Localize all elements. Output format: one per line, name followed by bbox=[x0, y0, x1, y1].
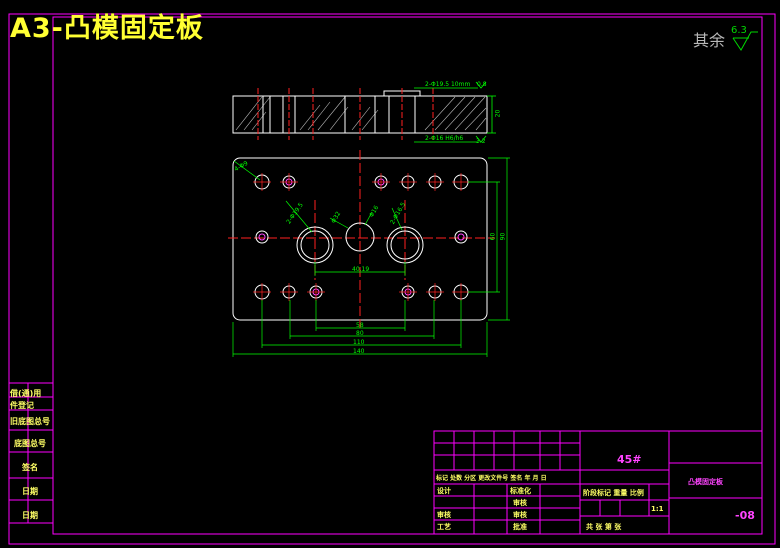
review-label: 审核 bbox=[437, 511, 451, 519]
dim-top-bore-tol: 0.8 bbox=[477, 81, 487, 88]
side-label-old-drawing-no: 旧底图总号 bbox=[10, 417, 50, 426]
dim-bottom-tol: 3.2 bbox=[476, 138, 486, 145]
side-label-drawing-no: 底图总号 bbox=[14, 439, 46, 448]
material-label: 45# bbox=[617, 453, 642, 466]
dim-top-height: 20 bbox=[494, 109, 502, 118]
design-label: 设计 bbox=[437, 487, 451, 495]
sheet-count: 共 张 第 张 bbox=[586, 523, 622, 531]
roughness-prefix: 其余 bbox=[693, 31, 726, 50]
section-view bbox=[232, 81, 496, 143]
revision-header: 标记 处数 分区 更改文件号 签名 年 月 日 bbox=[436, 475, 547, 482]
side-label-date-2: 日期 bbox=[22, 511, 38, 520]
dim-110: 110 bbox=[353, 339, 365, 346]
dim-58: 58 bbox=[356, 322, 364, 329]
side-label-signature: 签名 bbox=[22, 463, 38, 472]
title-block-grid bbox=[433, 430, 763, 535]
craft-label: 工艺 bbox=[437, 523, 451, 531]
drawing-number: -08 bbox=[735, 509, 755, 522]
check-label: 审核 bbox=[513, 499, 527, 507]
plan-view bbox=[228, 150, 510, 357]
dim-bottom-bore: 2-Φ16 H6/h6 bbox=[425, 135, 464, 142]
dim-60: 60 bbox=[489, 232, 497, 241]
process-label: 审核 bbox=[513, 511, 527, 519]
approve-label: 批准 bbox=[513, 523, 527, 531]
dim-40: 40.19 bbox=[352, 266, 370, 273]
drawing-title: A3-凸模固定板 bbox=[10, 13, 204, 44]
standardization-label: 标准化 bbox=[510, 487, 531, 495]
scale-value: 1:1 bbox=[651, 505, 664, 513]
dim-90: 90 bbox=[499, 232, 507, 241]
side-label-date-1: 日期 bbox=[22, 487, 38, 496]
dim-140: 140 bbox=[353, 348, 365, 355]
inner-frame bbox=[52, 16, 763, 535]
dim-80: 80 bbox=[356, 330, 364, 337]
part-name: 凸模固定板 bbox=[688, 478, 723, 486]
dim-top-bore: 2-Φ19.5 10mm bbox=[425, 81, 471, 88]
side-strip bbox=[8, 382, 54, 524]
outer-frame bbox=[8, 13, 776, 545]
stage-header: 阶段标记 重量 比例 bbox=[583, 489, 644, 497]
side-label-register: 件登记 bbox=[10, 401, 34, 410]
side-label-borrowed: 借(通)用 bbox=[10, 389, 42, 398]
roughness-value: 6.3 bbox=[731, 25, 747, 36]
roughness-symbol-icon bbox=[732, 31, 758, 51]
